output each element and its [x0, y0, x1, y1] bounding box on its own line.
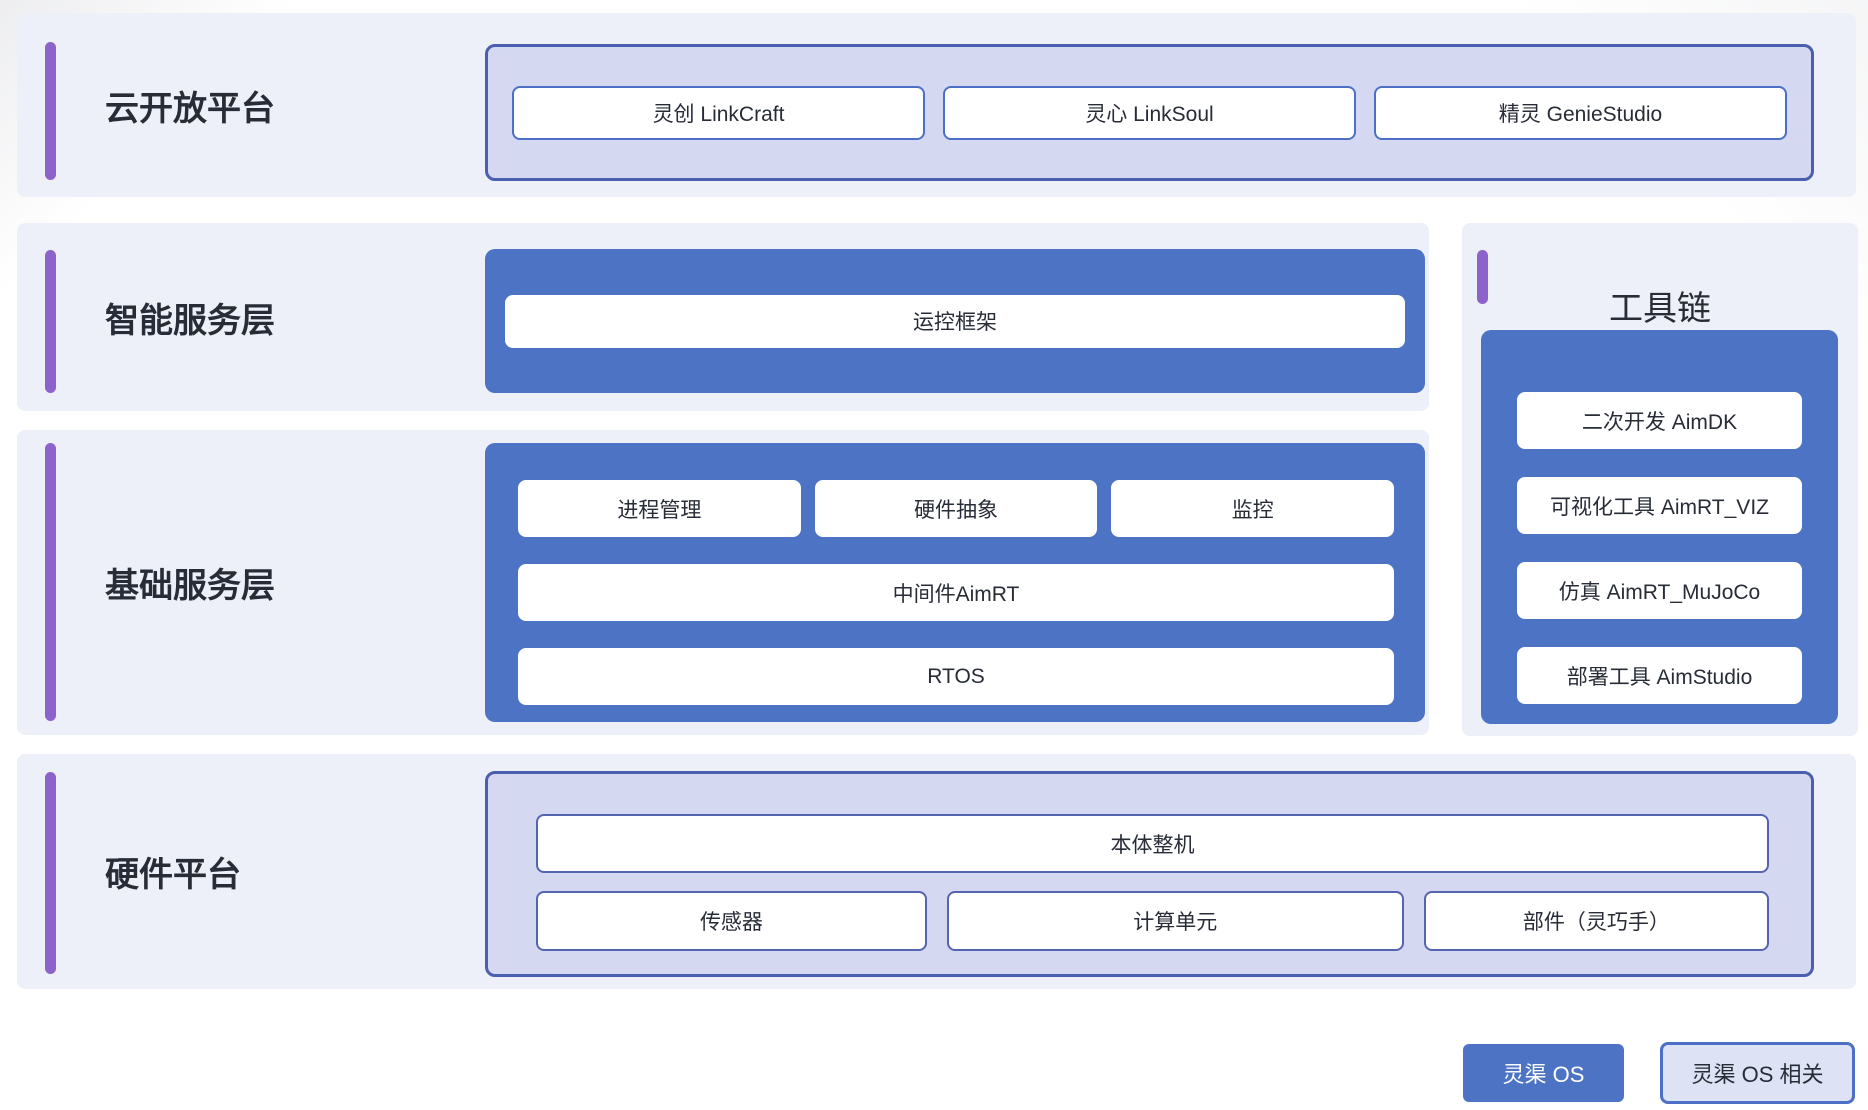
- foundation-row-1: 进程管理 硬件抽象 监控: [518, 480, 1395, 537]
- accent-bar-hardware: [45, 772, 56, 974]
- legend-button-lingqu-os-related[interactable]: 灵渠 OS 相关: [1660, 1042, 1855, 1104]
- hardware-row-2: 传感器 计算单元 部件（灵巧手）: [536, 891, 1769, 951]
- foundation-item-process-management: 进程管理: [518, 480, 801, 537]
- toolchain-item-aimstudio: 部署工具 AimStudio: [1517, 647, 1802, 704]
- toolchain-item-aimrt-mujoco: 仿真 AimRT_MuJoCo: [1517, 562, 1802, 619]
- accent-bar-intelligent: [45, 250, 56, 393]
- foundation-item-rtos: RTOS: [518, 648, 1394, 705]
- accent-bar-cloud: [45, 42, 56, 180]
- hardware-item-robot-body: 本体整机: [536, 814, 1769, 873]
- cloud-item-linksoul: 灵心 LinkSoul: [943, 85, 1356, 140]
- toolchain-item-aimrt-viz: 可视化工具 AimRT_VIZ: [1517, 477, 1802, 534]
- section-title-foundation: 基础服务层: [105, 567, 275, 605]
- foundation-item-monitoring: 监控: [1111, 480, 1395, 537]
- cloud-item-geniestudio: 精灵 GenieStudio: [1374, 85, 1787, 140]
- accent-bar-foundation: [45, 443, 56, 721]
- foundation-item-middleware-aimrt: 中间件AimRT: [518, 564, 1394, 621]
- hardware-item-sensor: 传感器: [536, 891, 927, 951]
- section-title-intelligent: 智能服务层: [105, 301, 275, 340]
- intelligent-item-motion-control-framework: 运控框架: [505, 294, 1405, 348]
- section-title-hardware: 硬件平台: [105, 856, 241, 894]
- toolchain-panel: 工具链 二次开发 AimDK 可视化工具 AimRT_VIZ 仿真 AimRT_…: [1462, 223, 1858, 736]
- section-title-toolchain: 工具链: [1609, 289, 1711, 328]
- hardware-item-parts-dexterous-hand: 部件（灵巧手）: [1423, 891, 1769, 951]
- accent-bar-toolchain: [1477, 250, 1488, 304]
- section-intelligent-service: 智能服务层 运控框架: [17, 223, 1429, 411]
- toolchain-items-container: 二次开发 AimDK 可视化工具 AimRT_VIZ 仿真 AimRT_MuJo…: [1481, 330, 1838, 724]
- hardware-items-container: 本体整机 传感器 计算单元 部件（灵巧手）: [485, 771, 1814, 977]
- toolchain-item-aimdk: 二次开发 AimDK: [1517, 392, 1802, 449]
- hardware-item-compute-unit: 计算单元: [946, 891, 1404, 951]
- foundation-items-container: 进程管理 硬件抽象 监控 中间件AimRT RTOS: [485, 443, 1425, 722]
- legend-button-lingqu-os[interactable]: 灵渠 OS: [1463, 1044, 1624, 1102]
- cloud-item-linkcraft: 灵创 LinkCraft: [512, 85, 925, 140]
- foundation-item-hardware-abstraction: 硬件抽象: [814, 480, 1098, 537]
- section-title-cloud: 云开放平台: [105, 89, 275, 128]
- section-cloud-platform: 云开放平台 灵创 LinkCraft 灵心 LinkSoul 精灵 GenieS…: [17, 13, 1856, 197]
- cloud-items-container: 灵创 LinkCraft 灵心 LinkSoul 精灵 GenieStudio: [485, 44, 1814, 181]
- intelligent-items-container: 运控框架: [485, 249, 1425, 393]
- section-hardware-platform: 硬件平台 本体整机 传感器 计算单元 部件（灵巧手）: [17, 754, 1856, 989]
- section-foundation-service: 基础服务层 进程管理 硬件抽象 监控 中间件AimRT RTOS: [17, 430, 1429, 735]
